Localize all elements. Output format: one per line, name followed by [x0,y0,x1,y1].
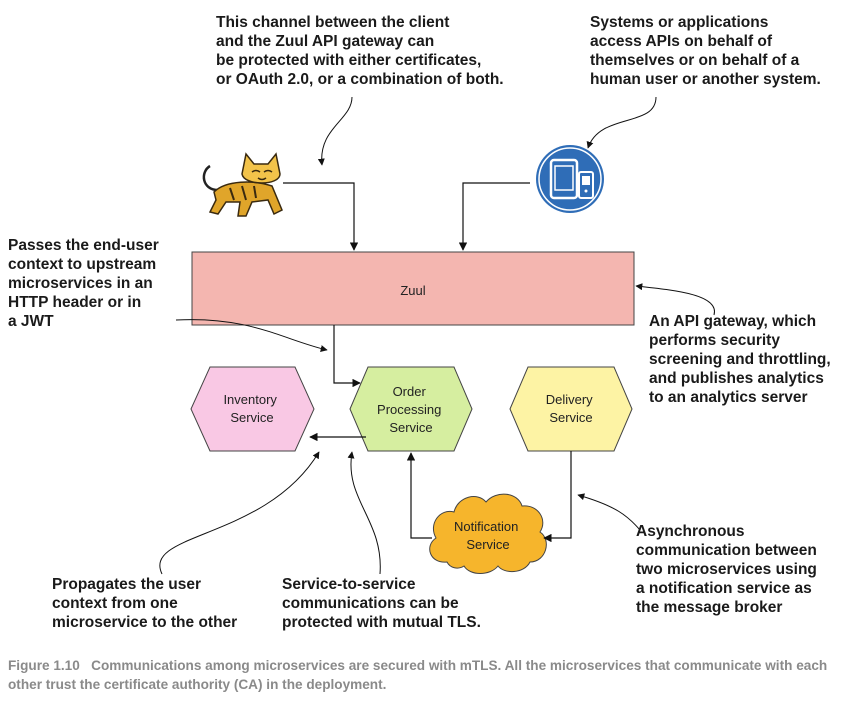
figure-number: Figure 1.10 [8,658,80,673]
pointer-propagates [159,451,320,575]
pointer-passes-context [175,319,328,352]
mobile-to-zuul-arrow [458,182,530,251]
inventory-label: Inventory Service [223,392,280,425]
mobile-devices-icon [536,145,604,213]
annotation-mtls: Service-to-service communications can be… [282,576,481,631]
zuul-gateway: Zuul [191,251,635,326]
figure-caption: Figure 1.10 Communications among microse… [8,656,848,694]
delivery-to-notification-arrow [543,451,572,543]
notification-label: Notification Service [454,519,522,552]
annotation-api-gateway: An API gateway, which performs security … [649,313,831,406]
tomcat-cat-icon [202,152,283,217]
client-to-zuul-arrow [283,182,359,251]
order-processing-label: Order Processing Service [377,384,445,435]
zuul-to-order-arrow [333,325,361,388]
delivery-label: Delivery Service [546,392,597,425]
inventory-service: Inventory Service [190,366,315,452]
pointer-api-gateway [635,283,715,316]
notification-service: Notification Service [429,493,547,574]
annotation-pointers [159,96,715,575]
connectors [283,182,572,543]
zuul-label: Zuul [400,283,425,298]
annotation-passes-context: Passes the end-user context to upstream … [8,237,159,330]
pointer-mtls [347,451,381,575]
pointer-async [577,493,641,531]
pointer-client-channel [317,96,353,166]
delivery-service: Delivery Service [509,366,633,452]
annotation-client-channel: This channel between the client and the … [216,14,504,88]
annotation-async: Asynchronous communication between two m… [636,523,817,616]
pointer-systems-apps [586,96,657,149]
notification-to-order-arrow [406,452,432,539]
annotation-systems-apps: Systems or applications access APIs on b… [590,14,821,88]
order-processing-service: Order Processing Service [349,366,473,452]
figure-caption-text: Communications among microservices are s… [8,658,828,692]
annotation-propagates: Propagates the user context from one mic… [52,576,238,631]
